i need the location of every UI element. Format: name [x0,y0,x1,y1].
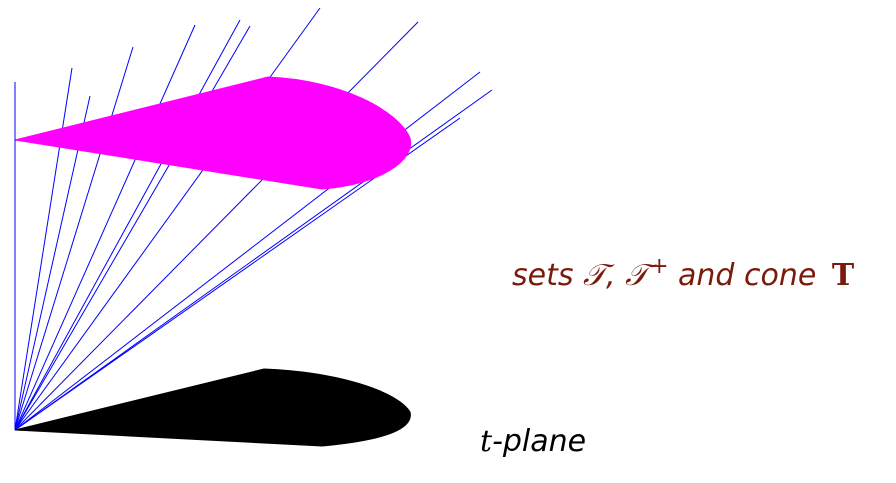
plane-suffix: -plane [492,424,587,459]
cone-ray [14,95,91,431]
t-symbol: t [480,424,493,459]
sets-prefix: sets [512,258,584,293]
lower-set-region [14,368,411,447]
plus-superscript: + [650,254,669,279]
cone-ray [14,46,134,431]
T-symbol: 𝒯 [583,258,606,293]
cone-ray [14,89,493,431]
cone-ray [14,24,196,431]
cone-ray [14,19,241,431]
cone-ray [14,7,321,431]
T-plus-symbol: 𝒯 [625,258,649,293]
sets-middle: and cone [668,258,826,293]
cone-rays [14,7,493,431]
cone-symbol: T [831,258,855,293]
upper-set-region [14,76,412,190]
sets-caption: sets 𝒯, 𝒯+ and cone T [512,254,855,293]
separator: , [606,258,626,293]
cone-ray [14,67,73,431]
cone-ray [14,21,419,431]
t-plane-caption: t-plane [480,424,586,459]
